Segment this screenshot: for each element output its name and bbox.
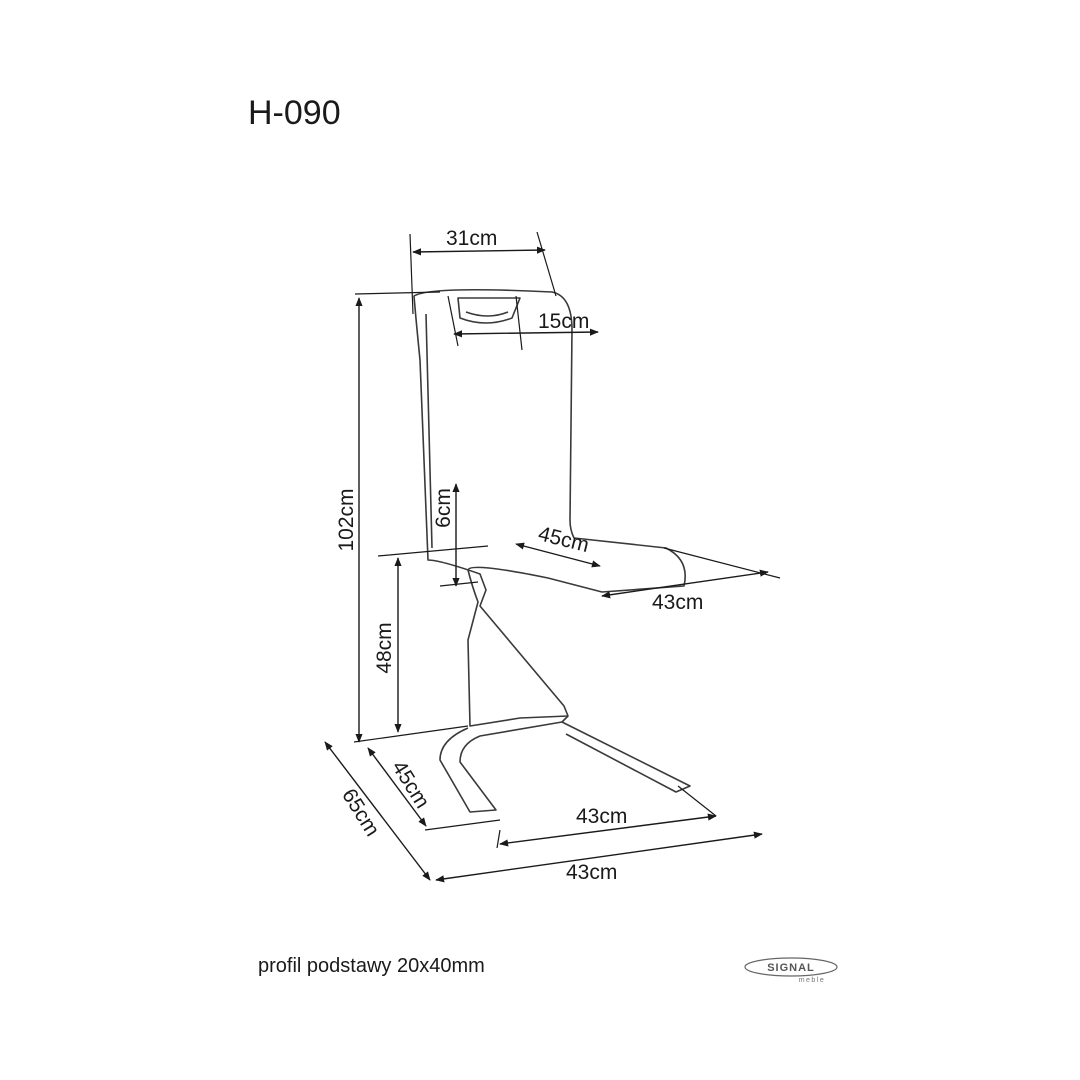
dim-line-43cm-seat	[601, 569, 769, 599]
logo-name: SIGNAL	[767, 962, 815, 974]
dim-label-base-depth-inner: 45cm	[387, 757, 434, 813]
dim-label-top-width: 31cm	[446, 227, 497, 250]
dim-line-45cm-seat	[515, 542, 601, 568]
dim-line-31cm	[412, 246, 546, 256]
product-title: H-090	[248, 94, 341, 132]
logo-sub: meble	[799, 977, 826, 984]
dim-label-base-width-inner: 43cm	[576, 805, 627, 828]
extension-lines	[353, 231, 781, 849]
dim-label-backrest-gap: 6cm	[432, 488, 455, 528]
dim-label-handle-width: 15cm	[538, 310, 589, 333]
dim-label-base-width-total: 43cm	[566, 861, 617, 884]
dim-line-65cm	[324, 741, 431, 881]
dim-line-43cm-base-total	[435, 831, 763, 883]
signal-logo: SIGNAL meble	[744, 957, 838, 984]
dim-label-seat-height: 48cm	[373, 622, 396, 673]
chair-outline	[413, 288, 691, 813]
dim-label-total-height: 102cm	[335, 488, 358, 551]
dim-line-15cm	[453, 328, 599, 338]
dim-label-seat-width: 43cm	[652, 591, 703, 614]
dim-label-base-depth-total: 65cm	[337, 785, 384, 841]
base-profile-caption: profil podstawy 20x40mm	[258, 955, 485, 977]
dimension-lines	[324, 246, 769, 883]
